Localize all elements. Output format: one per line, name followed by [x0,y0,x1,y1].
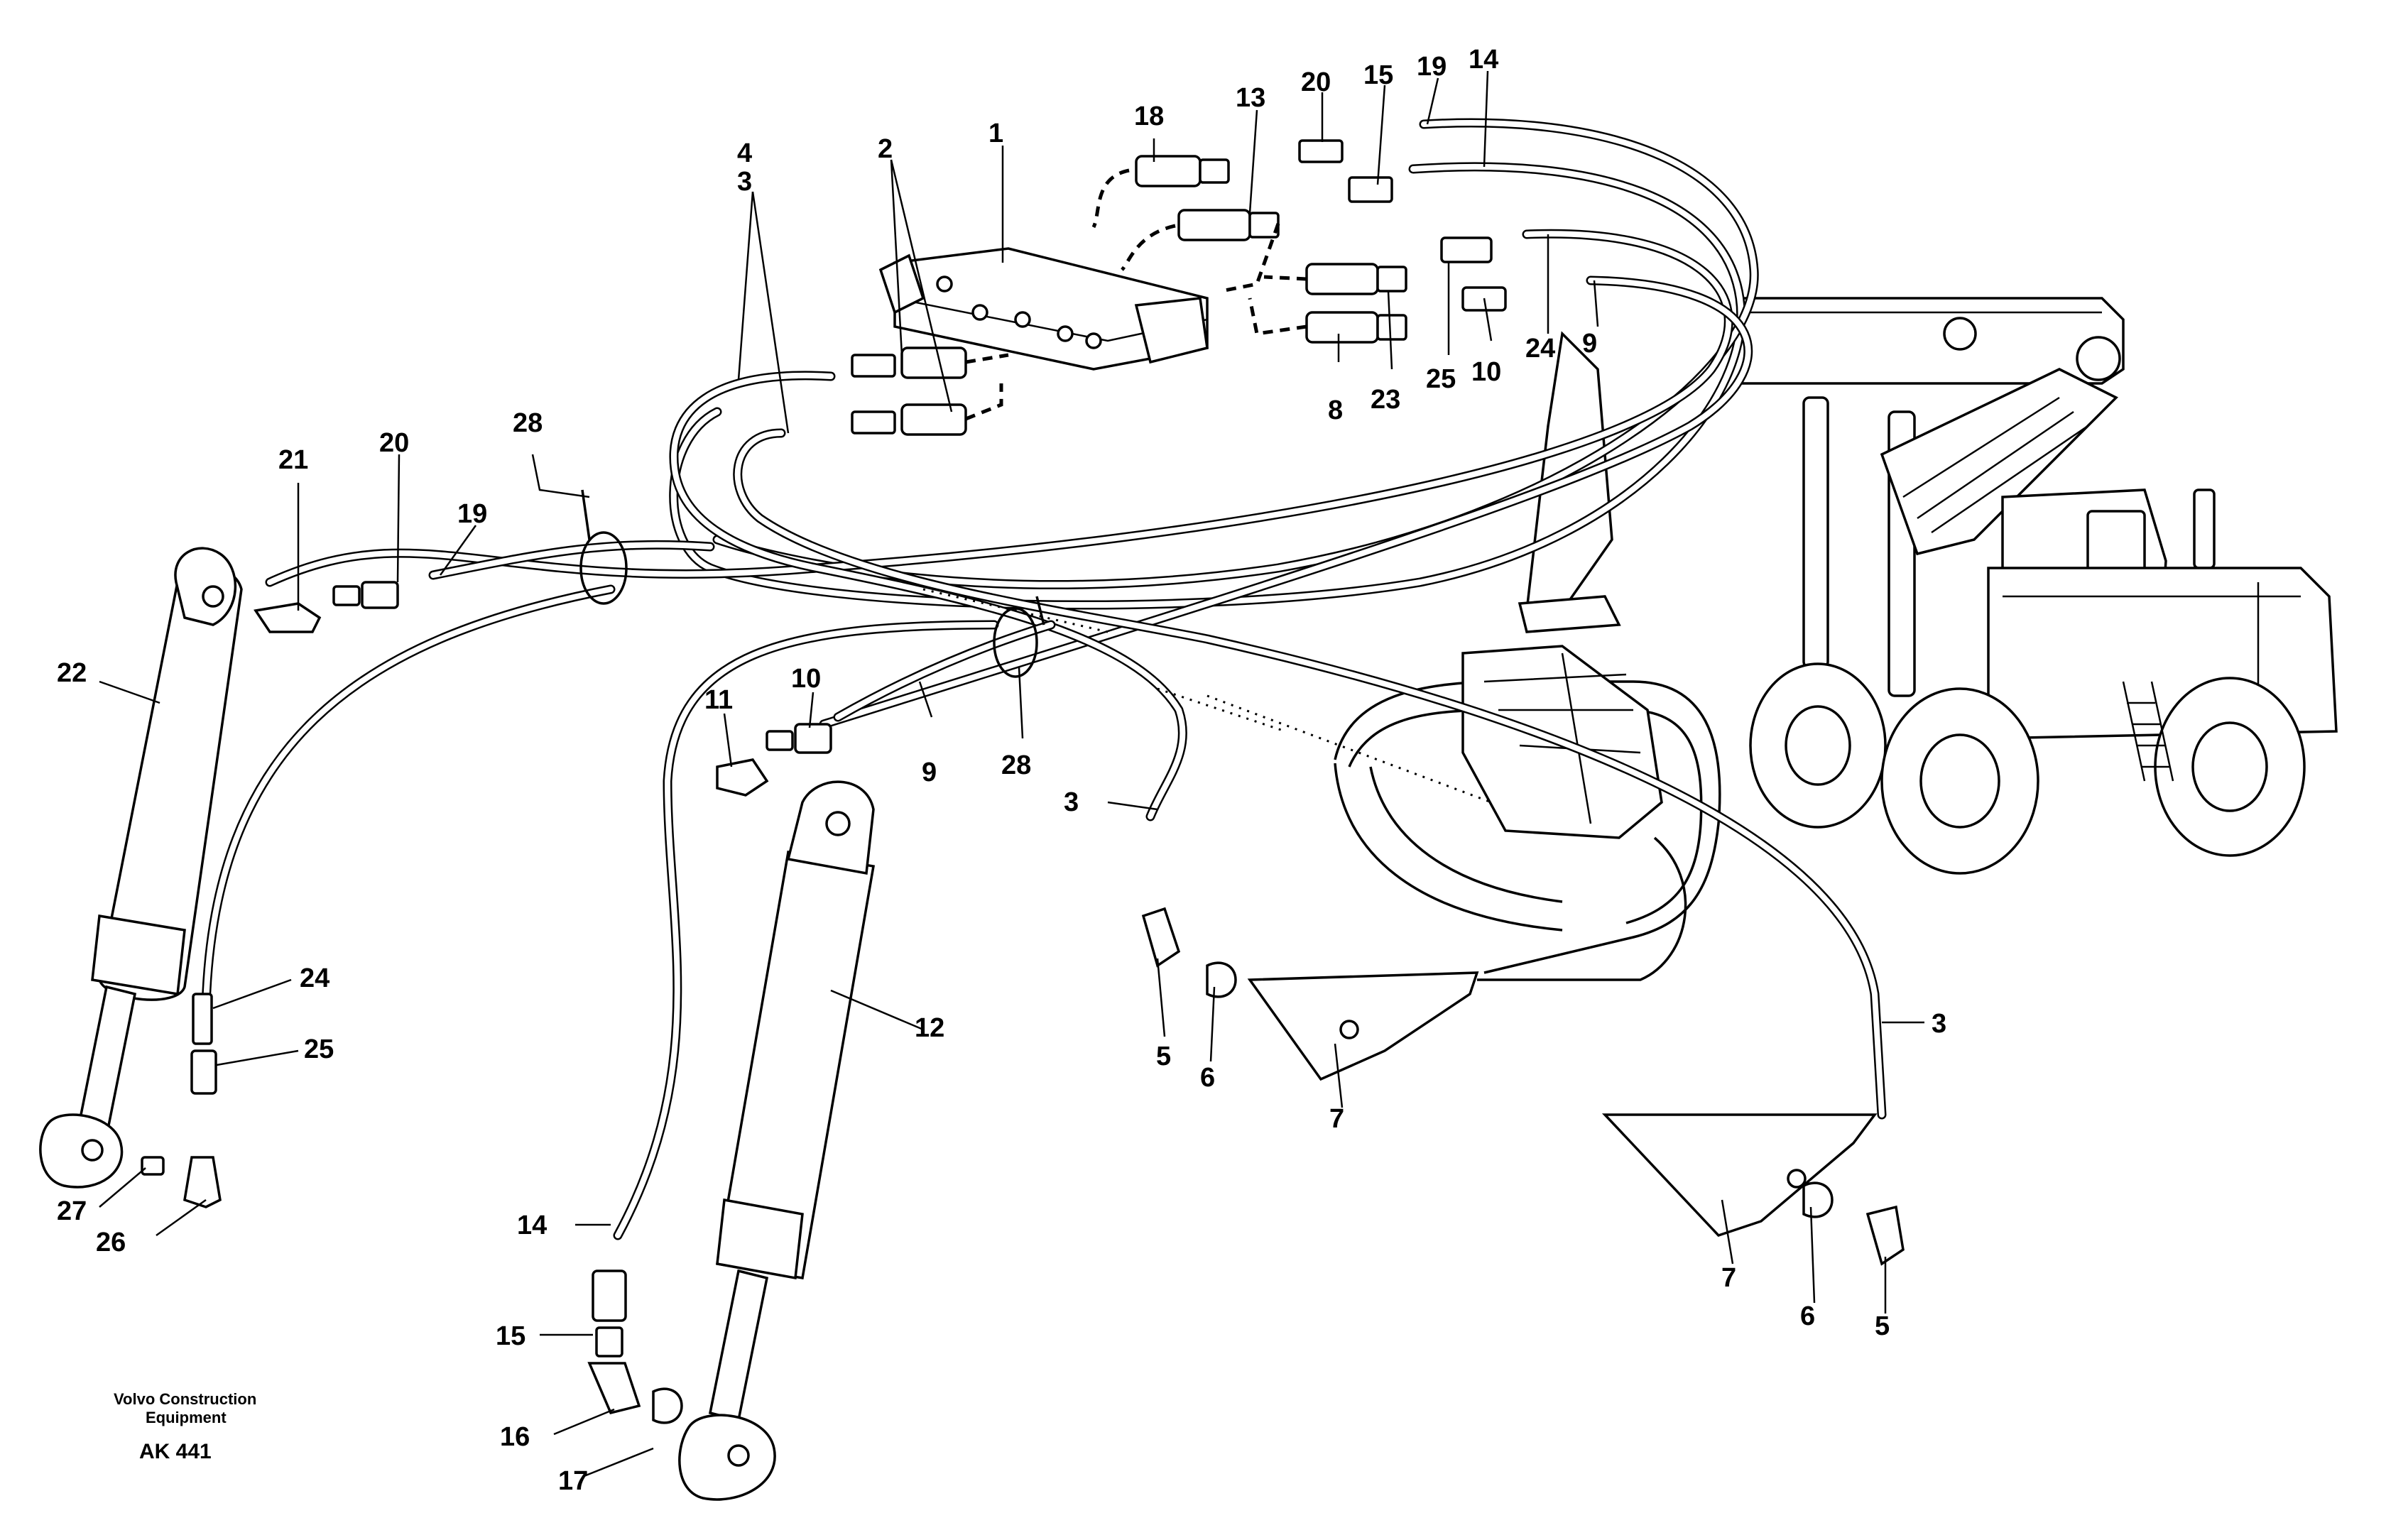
callout-10-mid: 10 [791,664,821,694]
hydraulic-cylinder-12 [678,780,876,1501]
callout-9-mid: 9 [922,758,937,787]
rear-wheel [1749,662,1887,829]
callout-18: 18 [1134,102,1164,131]
callout-17: 17 [558,1466,588,1496]
caption-line-1: Volvo Construction [114,1390,256,1408]
callout-3-top: 3 [737,167,752,197]
callout-16: 16 [500,1422,530,1452]
caption-line-2: Equipment [146,1409,227,1426]
valve-block [878,247,1209,371]
bracket-7-middle [1141,907,1479,1081]
callout-12: 12 [915,1013,944,1043]
hose-clamp-left [579,489,628,605]
callout-5-right: 5 [1875,1311,1890,1341]
callout-25-top: 25 [1426,364,1456,394]
caption-code: AK 441 [139,1440,212,1463]
fitting-connectors [851,139,1507,436]
hose-routing [201,118,1887,1240]
callout-6-right: 6 [1800,1301,1815,1331]
hydraulic-cylinder-22 [39,547,243,1208]
callout-14-top: 14 [1469,45,1498,75]
leader-lines [99,70,1924,1478]
back-wheel [2154,677,2306,857]
callout-3-right: 3 [1932,1009,1946,1039]
callout-3-mid: 3 [1064,787,1079,817]
hose-clamp-middle [993,596,1045,678]
callout-26: 26 [96,1228,126,1257]
callout-9-top: 9 [1582,329,1597,359]
wheel-loader-illustration [1740,297,2338,875]
callout-5-mid: 5 [1156,1042,1171,1071]
callout-20-left: 20 [379,428,409,458]
callout-13: 13 [1236,83,1265,113]
callout-28-mid: 28 [1001,750,1031,780]
callout-2: 2 [878,134,893,164]
bracket-7-right [1601,1113,1905,1266]
callout-8: 8 [1328,395,1343,425]
callout-4: 4 [737,138,752,168]
callout-27: 27 [57,1196,87,1226]
callout-19-top: 19 [1417,52,1447,82]
fittings-10-11 [716,723,832,797]
grapple-illustration [1334,331,1721,981]
callout-15-low: 15 [496,1321,525,1351]
callout-11: 11 [704,685,733,715]
callout-14-low: 14 [517,1211,547,1240]
publisher-caption: Volvo Construction Equipment AK 441 [114,1390,256,1463]
callout-labels: 4 3 2 1 18 13 20 15 19 14 24 9 8 23 25 1… [57,45,1946,1496]
callout-10-top: 10 [1471,357,1501,387]
callout-21: 21 [278,445,308,475]
callout-23: 23 [1371,385,1400,415]
callout-28-left: 28 [513,408,543,438]
callout-6-mid: 6 [1200,1063,1215,1093]
fittings-15-16-17 [587,1269,683,1424]
callout-15-top: 15 [1363,60,1393,90]
callout-24-top: 24 [1525,334,1555,364]
callout-25-left: 25 [304,1034,334,1064]
callout-24-left: 24 [300,963,329,993]
callout-1: 1 [988,119,1003,148]
callout-7-mid: 7 [1329,1104,1344,1134]
callout-7-right: 7 [1721,1263,1736,1293]
fittings-20-21 [254,581,399,633]
callout-22: 22 [57,658,87,688]
callout-20-top: 20 [1301,67,1331,97]
front-wheel [1880,687,2039,875]
callout-19-left: 19 [457,499,487,529]
